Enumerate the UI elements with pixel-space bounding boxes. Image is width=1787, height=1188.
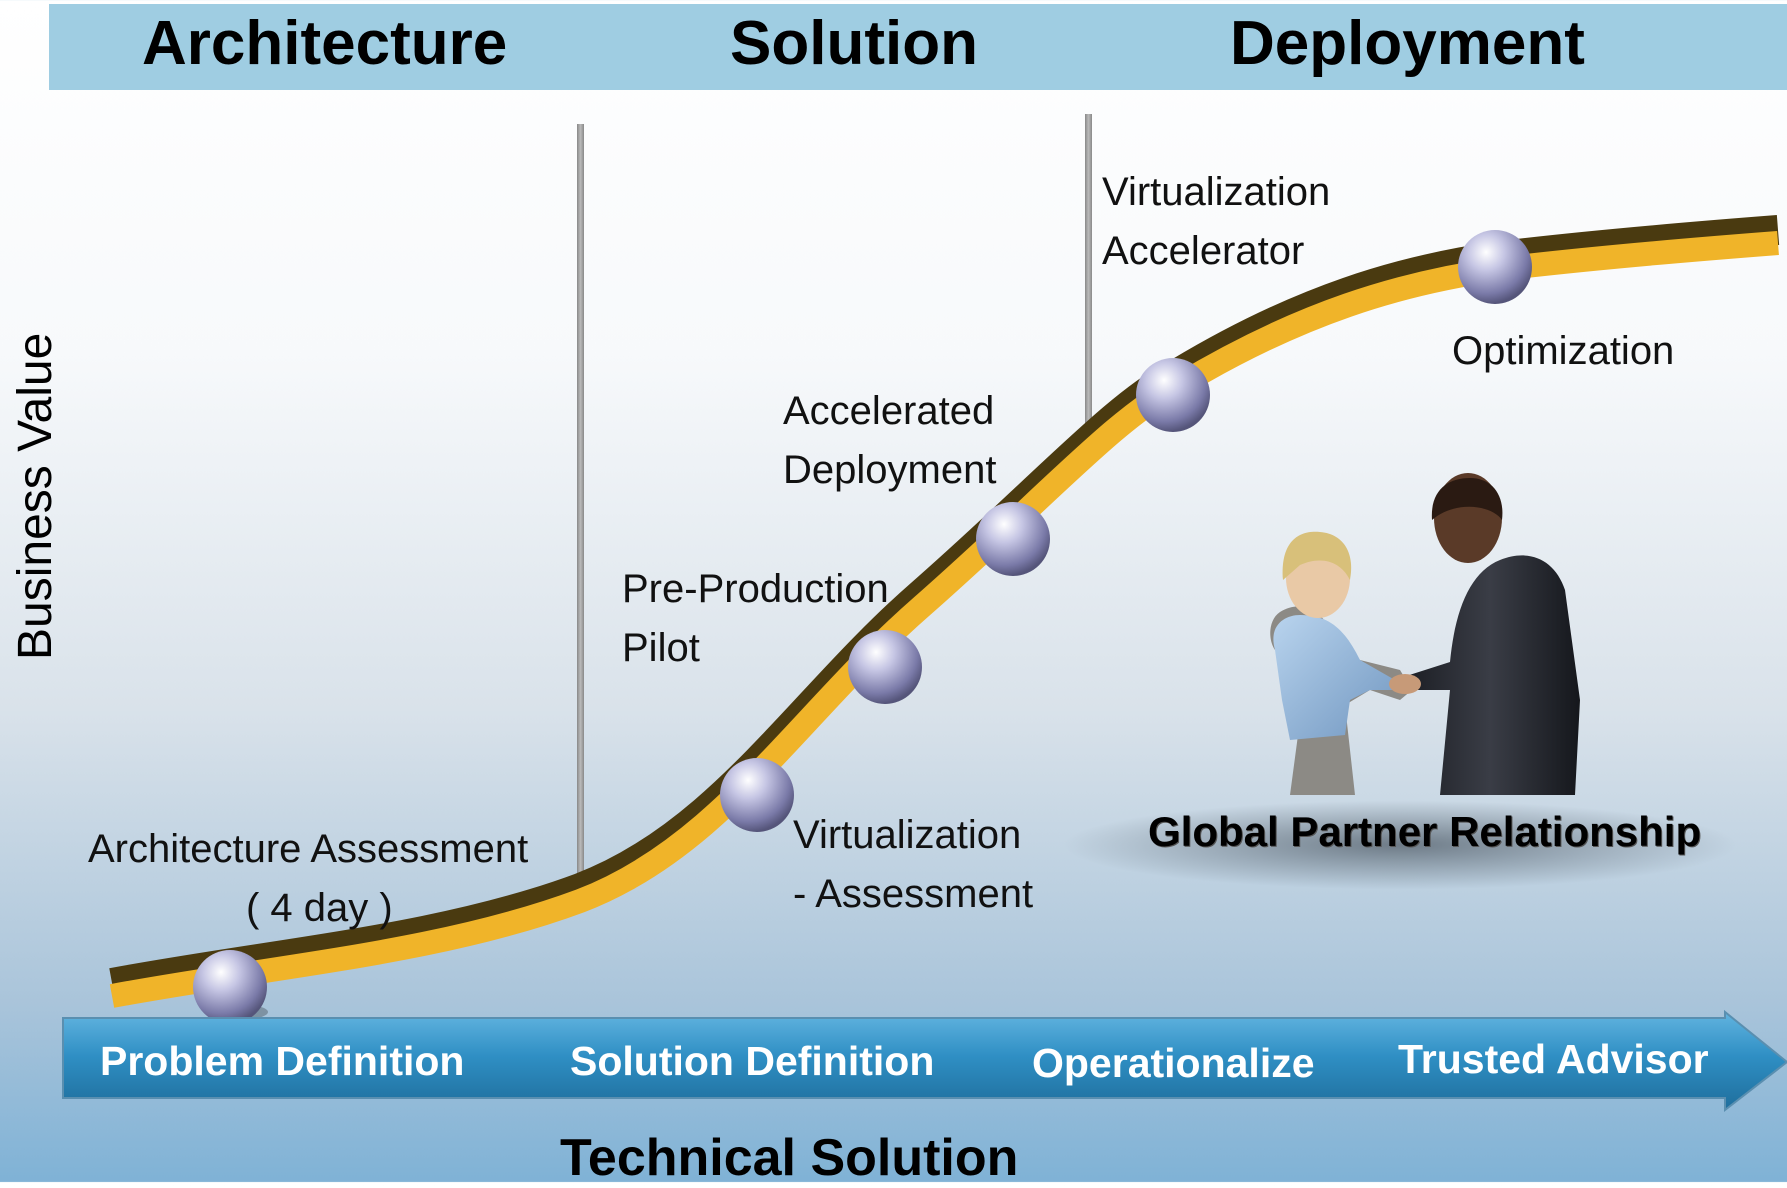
milestone-sphere-icon bbox=[720, 758, 794, 832]
milestone-virtualization-accelerator: Virtualization Accelerator bbox=[1102, 163, 1330, 281]
milestone-sphere-icon bbox=[848, 630, 922, 704]
milestone-sphere-icon bbox=[1458, 230, 1532, 304]
milestone-label-line1: Accelerated bbox=[783, 389, 995, 433]
milestone-pre-production-pilot: Pre-Production Pilot bbox=[622, 560, 889, 678]
phase-solution: Solution bbox=[730, 9, 978, 78]
phase-deployment: Deployment bbox=[1230, 9, 1585, 78]
milestone-label-line2: Accelerator bbox=[1102, 229, 1305, 273]
milestone-optimization: Optimization bbox=[1452, 322, 1674, 381]
milestone-label-line1: Architecture Assessment bbox=[88, 827, 529, 871]
milestone-sphere-icon bbox=[976, 502, 1050, 576]
phase-divider-1 bbox=[577, 124, 584, 900]
milestone-label-line2: - Assessment bbox=[793, 872, 1034, 916]
phase-architecture: Architecture bbox=[142, 9, 508, 78]
phase-divider-2 bbox=[1085, 114, 1092, 450]
milestone-sphere-icon bbox=[1136, 358, 1210, 432]
milestone-architecture-assessment: Architecture Assessment ( 4 day ) bbox=[88, 820, 528, 938]
stage-operationalize: Operationalize bbox=[1032, 1040, 1315, 1086]
handshake-photo bbox=[1270, 473, 1580, 795]
stage-problem-definition: Problem Definition bbox=[100, 1038, 465, 1084]
milestone-label-line2: ( 4 day ) bbox=[246, 886, 393, 930]
milestone-label-line2: Deployment bbox=[783, 448, 997, 492]
milestone-label-line2: Pilot bbox=[622, 626, 700, 670]
bottom-title: Technical Solution bbox=[560, 1129, 1019, 1187]
milestone-accelerated-deployment: Accelerated Deployment bbox=[783, 382, 996, 500]
milestone-label-line1: Virtualization bbox=[1102, 170, 1331, 214]
milestone-label-line1: Pre-Production bbox=[622, 567, 889, 611]
partner-caption: Global Partner Relationship bbox=[1148, 808, 1702, 855]
milestone-label-line1: Virtualization bbox=[793, 813, 1022, 857]
milestone-virtualization-assessment: Virtualization - Assessment bbox=[793, 806, 1033, 924]
partner-caption-shadow bbox=[1060, 800, 1740, 890]
milestone-label-line1: Optimization bbox=[1452, 329, 1675, 373]
stage-solution-definition: Solution Definition bbox=[570, 1038, 935, 1084]
phase-banner bbox=[49, 4, 1787, 90]
stage-arrow-band bbox=[62, 1009, 1787, 1113]
stage-trusted-advisor: Trusted Advisor bbox=[1398, 1036, 1709, 1082]
milestone-sphere-icon bbox=[193, 950, 268, 1024]
